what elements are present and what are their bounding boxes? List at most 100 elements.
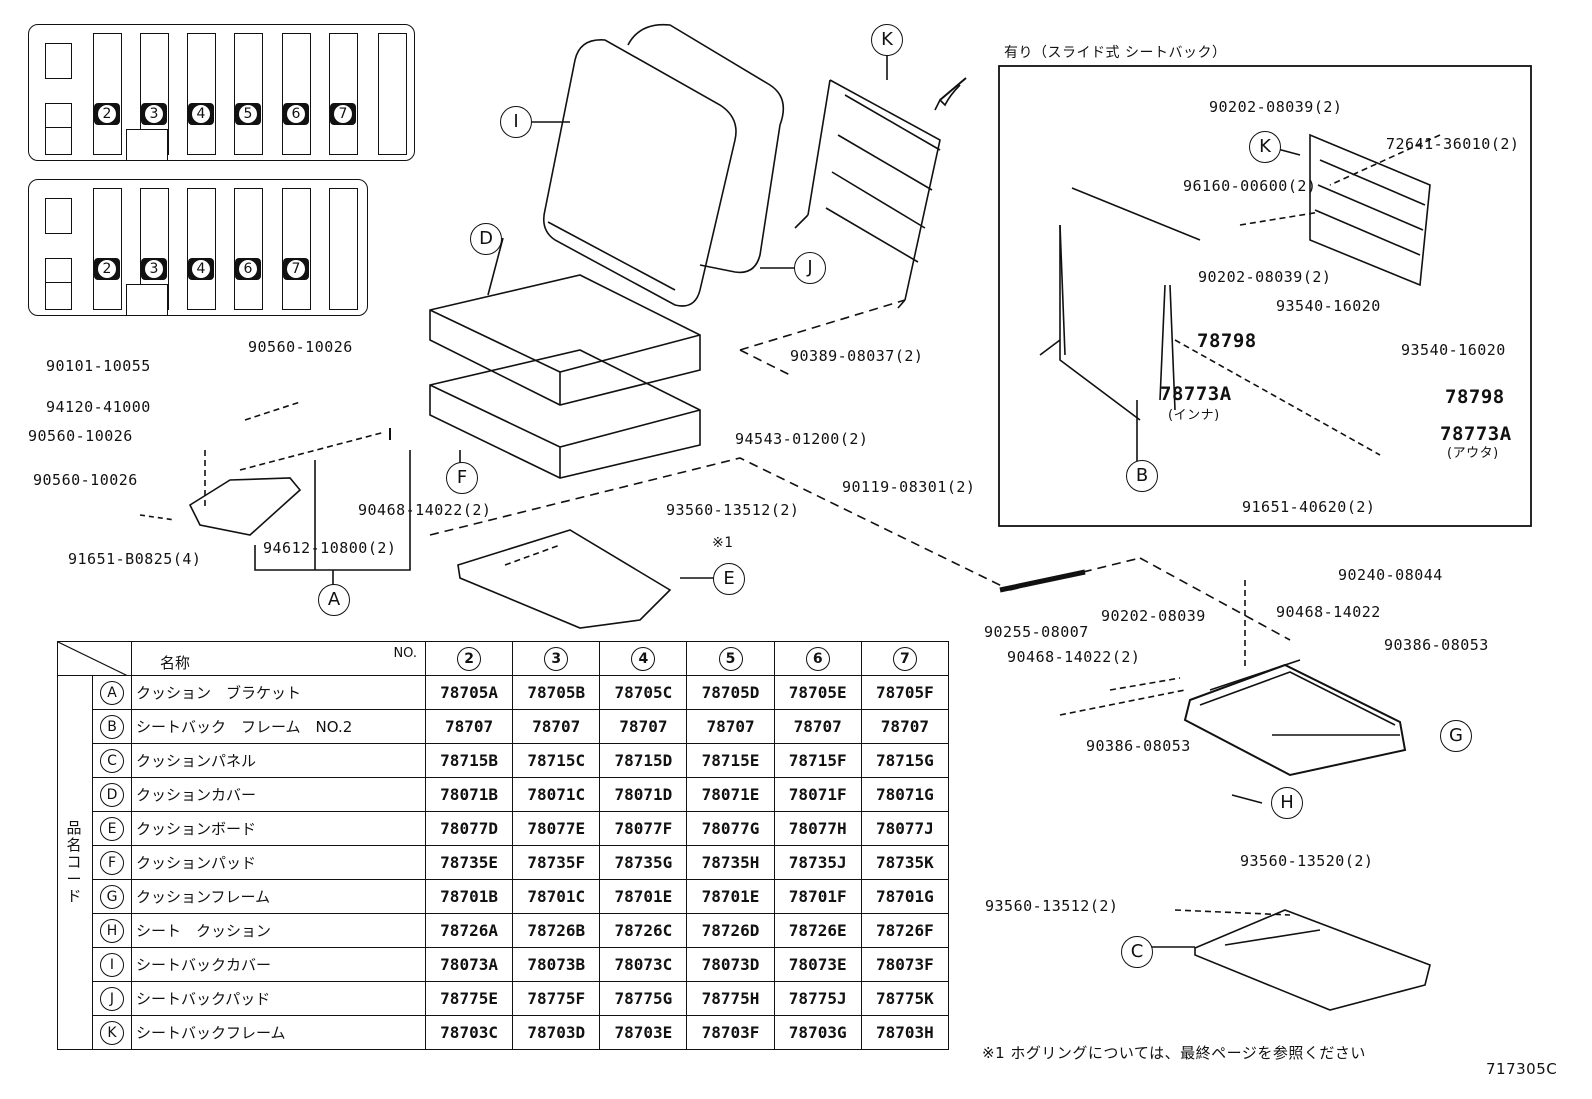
row-part-code: 78715B bbox=[424, 743, 514, 778]
row-part-code: 78703G bbox=[773, 1015, 862, 1050]
part-number: 78773A bbox=[1440, 423, 1512, 445]
row-part-code: 78073F bbox=[860, 947, 950, 982]
part-number: 78798 bbox=[1197, 330, 1257, 352]
row-part-code: 78073C bbox=[599, 947, 688, 982]
row-part-code: 78701G bbox=[860, 879, 950, 914]
header-col: 6 bbox=[773, 641, 862, 676]
part-number: 72641-36010(2) bbox=[1386, 135, 1520, 153]
seat-block bbox=[45, 43, 72, 79]
seat-block bbox=[187, 188, 216, 310]
part-number: 94612-10800(2) bbox=[263, 539, 397, 557]
header-col: 4 bbox=[599, 641, 688, 676]
part-number: 90560-10026 bbox=[28, 427, 133, 445]
row-part-name: シートバック フレーム NO.2 bbox=[131, 709, 426, 744]
part-number: 90468-14022 bbox=[1276, 603, 1381, 621]
row-part-code: 78073E bbox=[773, 947, 862, 982]
seat-block bbox=[45, 127, 72, 155]
seat-block bbox=[45, 198, 72, 234]
row-part-code: 78077J bbox=[860, 811, 950, 846]
row-part-code: 78071D bbox=[599, 777, 688, 812]
row-letter-cell: D bbox=[92, 777, 132, 812]
part-number: 96160-00600(2) bbox=[1183, 177, 1317, 195]
row-letter-cell: K bbox=[92, 1015, 132, 1050]
row-letter: J bbox=[100, 986, 124, 1011]
seat-block bbox=[45, 282, 72, 310]
part-number: 90560-10026 bbox=[33, 471, 138, 489]
callout-e: E bbox=[713, 563, 745, 595]
part-number: 78798 bbox=[1445, 386, 1505, 408]
part-number: 93560-13512(2) bbox=[985, 897, 1119, 915]
row-part-code: 78703F bbox=[686, 1015, 775, 1050]
seat-layout-legend-top: 2 3 4 5 6 7 bbox=[28, 24, 415, 161]
seat-block bbox=[329, 188, 358, 310]
callout-i: I bbox=[500, 106, 532, 138]
row-part-code: 78707 bbox=[424, 709, 514, 744]
callout-f: F bbox=[446, 462, 478, 494]
row-part-code: 78775G bbox=[599, 981, 688, 1016]
row-letter-cell: H bbox=[92, 913, 132, 948]
seat-block bbox=[45, 103, 72, 129]
part-number: 90240-08044 bbox=[1338, 566, 1443, 584]
row-part-code: 78071B bbox=[424, 777, 514, 812]
row-part-code: 78077H bbox=[773, 811, 862, 846]
part-number: 90202-08039 bbox=[1101, 607, 1206, 625]
row-part-code: 78726F bbox=[860, 913, 950, 948]
callout-k: K bbox=[871, 24, 903, 56]
seat-number-badge: 4 bbox=[188, 258, 214, 280]
seat-number-badge: 4 bbox=[188, 103, 214, 125]
row-letter-cell: C bbox=[92, 743, 132, 778]
side-label-char: ー bbox=[66, 870, 82, 888]
inset-title: 有り（スライド式 シートバック） bbox=[1004, 45, 1227, 61]
row-part-code: 78707 bbox=[860, 709, 950, 744]
callout-k-inset: K bbox=[1249, 131, 1281, 163]
seat-block bbox=[126, 284, 168, 316]
part-number: 93540-16020 bbox=[1276, 297, 1381, 315]
row-letter-cell: I bbox=[92, 947, 132, 982]
part-number: 90468-14022(2) bbox=[1007, 648, 1141, 666]
side-label-char: 名 bbox=[66, 836, 82, 854]
row-letter-cell: G bbox=[92, 879, 132, 914]
row-part-code: 78715E bbox=[686, 743, 775, 778]
row-part-code: 78726E bbox=[773, 913, 862, 948]
seat-number-badge: 6 bbox=[235, 258, 261, 280]
seat-block bbox=[187, 33, 216, 155]
row-part-code: 78705D bbox=[686, 675, 775, 710]
row-part-code: 78703E bbox=[599, 1015, 688, 1050]
row-part-name: シート クッション bbox=[131, 913, 426, 948]
row-part-name: クッションボード bbox=[131, 811, 426, 846]
row-part-code: 78715C bbox=[512, 743, 601, 778]
row-part-code: 78735G bbox=[599, 845, 688, 880]
row-part-name: シートバックフレーム bbox=[131, 1015, 426, 1050]
header-diagonal-cell bbox=[57, 641, 132, 676]
callout-h: H bbox=[1271, 787, 1303, 819]
row-part-code: 78726C bbox=[599, 913, 688, 948]
part-number: 90202-08039(2) bbox=[1198, 268, 1332, 286]
callout-d: D bbox=[470, 223, 502, 255]
row-part-code: 78701B bbox=[424, 879, 514, 914]
row-part-code: 78705F bbox=[860, 675, 950, 710]
header-col: 5 bbox=[686, 641, 775, 676]
part-number: 90119-08301(2) bbox=[842, 478, 976, 496]
row-part-code: 78707 bbox=[773, 709, 862, 744]
row-part-code: 78726B bbox=[512, 913, 601, 948]
diagram-id: 717305C bbox=[1486, 1060, 1558, 1078]
row-part-code: 78775H bbox=[686, 981, 775, 1016]
part-number: 90202-08039(2) bbox=[1209, 98, 1343, 116]
seat-number-badge: 5 bbox=[235, 103, 261, 125]
row-letter: A bbox=[100, 680, 124, 705]
row-part-code: 78735H bbox=[686, 845, 775, 880]
row-part-code: 78073D bbox=[686, 947, 775, 982]
row-letter-cell: E bbox=[92, 811, 132, 846]
row-part-name: クッションフレーム bbox=[131, 879, 426, 914]
header-no: NO. bbox=[393, 646, 417, 661]
seat-block bbox=[234, 188, 263, 310]
part-number: 91651-40620(2) bbox=[1242, 498, 1376, 516]
row-part-code: 78707 bbox=[686, 709, 775, 744]
part-number: 90560-10026 bbox=[248, 338, 353, 356]
header-name: 名称 bbox=[160, 654, 191, 672]
